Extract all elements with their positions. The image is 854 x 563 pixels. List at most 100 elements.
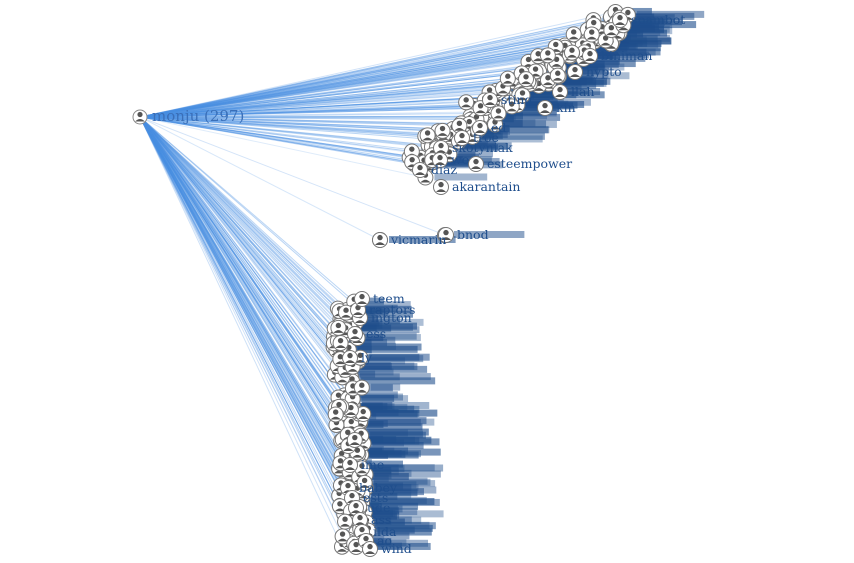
graph-node[interactable] xyxy=(603,22,620,39)
user-avatar-body-icon xyxy=(340,523,351,527)
user-avatar-body-icon xyxy=(566,54,577,58)
graph-node[interactable] xyxy=(537,100,553,116)
graph-node[interactable] xyxy=(352,512,368,528)
edge-line xyxy=(139,116,381,241)
edge-line xyxy=(139,116,359,510)
graph-node[interactable] xyxy=(454,130,470,146)
user-avatar-body-icon xyxy=(345,467,355,470)
edge-line xyxy=(139,116,363,515)
edge-line xyxy=(139,116,361,423)
graph-node[interactable] xyxy=(347,326,363,342)
graph-node[interactable] xyxy=(353,379,370,396)
edge-line xyxy=(139,116,354,451)
user-avatar-body-icon xyxy=(475,110,486,114)
edge-line xyxy=(139,116,415,165)
graph-node[interactable] xyxy=(330,319,347,336)
graph-node[interactable] xyxy=(432,152,448,168)
graph-node[interactable] xyxy=(468,156,484,172)
edge-line xyxy=(139,116,353,382)
edge-line xyxy=(139,72,522,118)
user-avatar-icon xyxy=(569,47,575,53)
node-label: ess xyxy=(366,326,386,341)
graph-node[interactable] xyxy=(514,87,531,104)
graph-node[interactable] xyxy=(354,291,370,307)
user-avatar-icon xyxy=(367,543,373,550)
graph-node[interactable] xyxy=(612,12,628,28)
overlapping-label-blur xyxy=(352,460,403,468)
user-avatar-icon xyxy=(363,535,369,542)
graph-node[interactable] xyxy=(372,232,388,248)
user-avatar-icon xyxy=(359,293,365,300)
edge-line xyxy=(139,116,496,125)
edge-line xyxy=(139,116,426,178)
graph-node[interactable] xyxy=(482,92,498,108)
graph-node[interactable] xyxy=(518,71,535,88)
overlapping-label-blur xyxy=(501,113,561,121)
graph-node[interactable] xyxy=(451,117,468,134)
graph-node[interactable] xyxy=(342,457,358,473)
user-avatar-icon xyxy=(509,101,515,107)
overlapping-label-blur xyxy=(369,482,404,490)
graph-node[interactable] xyxy=(356,474,373,491)
edge-line xyxy=(139,116,353,503)
edge-line xyxy=(139,116,340,327)
graph-node[interactable] xyxy=(567,64,583,80)
root-node[interactable]: monju (297) xyxy=(132,107,244,125)
graph-node[interactable] xyxy=(438,227,454,243)
graph-node[interactable] xyxy=(434,122,451,139)
user-avatar-body-icon xyxy=(542,82,553,86)
user-avatar-body-icon xyxy=(435,162,445,165)
user-avatar-icon xyxy=(348,418,354,425)
graph-node[interactable] xyxy=(412,162,428,178)
graph-node[interactable] xyxy=(349,444,366,461)
graph-node[interactable] xyxy=(433,179,449,195)
edge-line xyxy=(139,116,433,156)
graph-node[interactable] xyxy=(346,431,363,448)
graph-node[interactable] xyxy=(549,67,566,84)
edge-line xyxy=(139,116,359,517)
edge-line xyxy=(139,116,440,161)
graph-node[interactable] xyxy=(342,350,358,366)
graph-node[interactable] xyxy=(499,70,516,87)
edge-line xyxy=(139,29,612,118)
overlapping-label-blur xyxy=(355,308,389,316)
graph-node[interactable] xyxy=(539,47,556,64)
graph-node[interactable] xyxy=(503,98,520,115)
graph-node[interactable] xyxy=(563,44,580,61)
overlapping-label-blur xyxy=(632,21,673,29)
graph-node[interactable] xyxy=(362,541,378,557)
graph-node[interactable] xyxy=(552,84,568,100)
user-avatar-icon xyxy=(353,541,359,548)
overlapping-label-blur xyxy=(358,316,401,324)
graph-node[interactable] xyxy=(458,94,475,111)
graph-node[interactable] xyxy=(565,26,582,43)
graph-node[interactable] xyxy=(338,304,355,321)
graph-node[interactable] xyxy=(337,513,354,530)
user-avatar-icon xyxy=(417,164,423,171)
overlapping-label-blur xyxy=(367,357,406,365)
edge-line xyxy=(139,19,594,118)
graph-node[interactable] xyxy=(583,26,600,43)
user-avatar-body-icon xyxy=(551,63,562,67)
edge-line xyxy=(139,116,347,472)
overlapping-label-blur xyxy=(344,410,418,418)
edge-line xyxy=(139,34,592,118)
edge-line xyxy=(139,116,354,407)
graph-node[interactable] xyxy=(582,48,598,64)
graph-node[interactable] xyxy=(472,120,488,136)
user-avatar-icon xyxy=(505,73,511,79)
graph-node[interactable] xyxy=(490,105,507,122)
graph-node[interactable] xyxy=(419,127,436,144)
graph-node[interactable] xyxy=(332,335,349,352)
edge-line xyxy=(139,116,465,127)
graph-node[interactable] xyxy=(355,406,372,423)
overlapping-label-blur xyxy=(343,324,392,332)
edge-line xyxy=(139,97,491,118)
overlapping-label-blur xyxy=(458,150,493,158)
graph-node[interactable] xyxy=(327,406,344,423)
edge-line xyxy=(139,116,465,136)
edge-line xyxy=(139,61,529,118)
user-avatar-icon xyxy=(342,516,348,522)
node-label: ime xyxy=(361,457,384,472)
user-avatar-icon xyxy=(542,102,548,109)
